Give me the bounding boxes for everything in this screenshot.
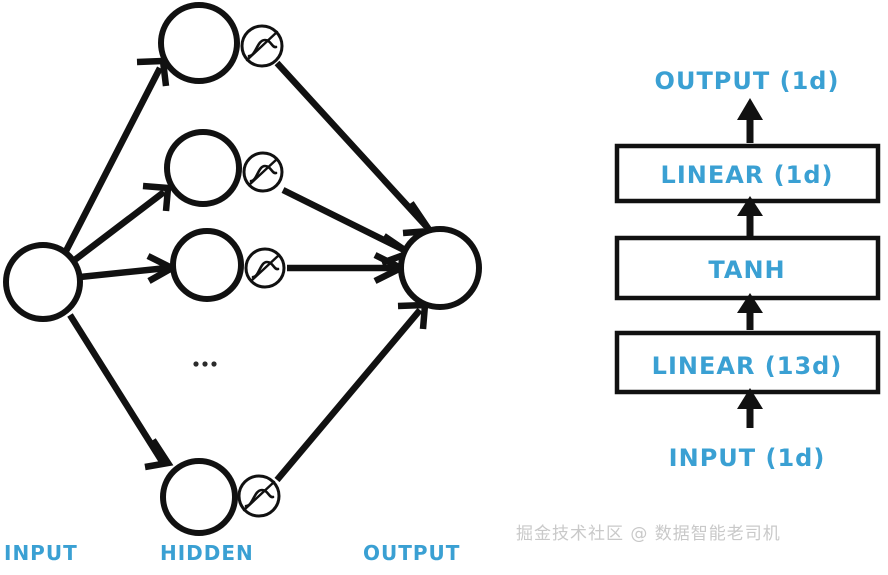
layer-box-linear-out[interactable]: LINEAR (1d) — [614, 143, 881, 204]
caption-output: OUTPUT — [363, 541, 460, 565]
edge-input-to-hidden-1 — [63, 57, 170, 253]
activation-icon-sigmoid-2 — [242, 151, 284, 193]
layer-box-tanh[interactable]: TANH — [614, 235, 881, 301]
layer-box-linear-hidden[interactable]: LINEAR (13d) — [614, 330, 881, 395]
hidden-node-3[interactable] — [170, 228, 244, 302]
stack-output-label: OUTPUT (1d) — [655, 67, 840, 95]
input-node[interactable] — [3, 242, 83, 322]
edge-hidden-3-to-output — [287, 252, 409, 284]
output-node[interactable] — [398, 226, 482, 310]
activation-icon-sigmoid-1 — [240, 24, 284, 68]
stack-arrow-to-output — [737, 98, 763, 143]
stack-arrow-input-to-linear-hidden — [737, 388, 763, 428]
activation-icon-sigmoid-4 — [237, 474, 281, 518]
hidden-node-4[interactable] — [160, 458, 238, 536]
hidden-node-2[interactable] — [164, 129, 242, 207]
hidden-node-1[interactable] — [158, 2, 240, 84]
layer-box-tanh-label: TANH — [708, 256, 785, 284]
caption-input: INPUT — [4, 541, 78, 565]
edge-hidden-1-to-output — [274, 60, 436, 237]
caption-hidden: HIDDEN — [160, 541, 254, 565]
edge-hidden-4-to-output — [274, 301, 429, 483]
watermark: 掘金技术社区 @ 数据智能老司机 — [516, 524, 781, 544]
edge-input-to-hidden-4 — [67, 313, 174, 471]
hidden-layer-ellipsis — [193, 361, 217, 367]
layer-box-linear-out-label: LINEAR (1d) — [661, 161, 834, 189]
edge-input-to-hidden-2 — [70, 182, 172, 265]
layer-box-linear-hidden-label: LINEAR (13d) — [652, 352, 843, 380]
stack-arrow-linear-hidden-to-tanh — [737, 293, 763, 330]
activation-icon-sigmoid-3 — [244, 247, 286, 289]
edge-input-to-hidden-3 — [79, 253, 179, 284]
edge-hidden-2-to-output — [281, 187, 417, 267]
stack-arrow-tanh-to-linear-out — [737, 196, 763, 236]
stack-input-label: INPUT (1d) — [669, 444, 826, 472]
